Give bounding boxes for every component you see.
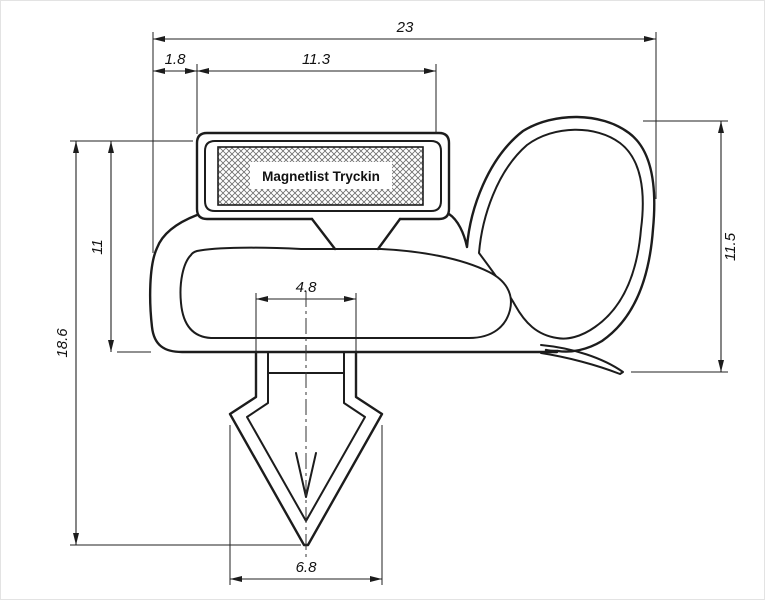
dim-overall-height: 18.6: [54, 140, 301, 546]
pocket-connector-left: [310, 217, 337, 251]
body-hollow: [179, 246, 512, 339]
magnet-label: Magnetlist Tryckin: [262, 169, 380, 184]
body-outer-contour: [148, 213, 559, 354]
dim-dart-width: 6.8: [229, 425, 383, 585]
dim-flange-height: 11: [89, 141, 151, 353]
pocket-connector-right: [376, 217, 402, 251]
dimensions: 23 1.8 11.3 18.6 11: [54, 19, 739, 585]
dim-label-flange-height: 11: [89, 239, 106, 255]
dim-magnet-offset: 1.8: [153, 51, 198, 134]
dim-label-magnet-offset: 1.8: [165, 51, 187, 68]
magnet-box-inner: [204, 140, 442, 212]
magnet-label-background: [250, 162, 392, 189]
magnet-box-outer: [195, 131, 451, 221]
dim-label-dart-neck: 4.8: [296, 279, 318, 296]
dim-label-bulb-height: 11.5: [722, 232, 739, 261]
dim-magnet-width: 11.3: [197, 51, 437, 134]
dart-tip-notch: [295, 452, 317, 498]
dim-label-overall-height: 18.6: [54, 328, 71, 358]
tail-lip: [540, 344, 624, 375]
magnet-pocket: Magnetlist Tryckin: [195, 131, 451, 251]
bulb-inner-wall: [478, 128, 644, 340]
profile: [148, 115, 656, 547]
dim-label-dart-width: 6.8: [296, 559, 318, 576]
dim-label-magnet-width: 11.3: [302, 51, 331, 68]
dim-bulb-height: 11.5: [631, 120, 739, 373]
dim-label-overall-width: 23: [396, 19, 414, 36]
